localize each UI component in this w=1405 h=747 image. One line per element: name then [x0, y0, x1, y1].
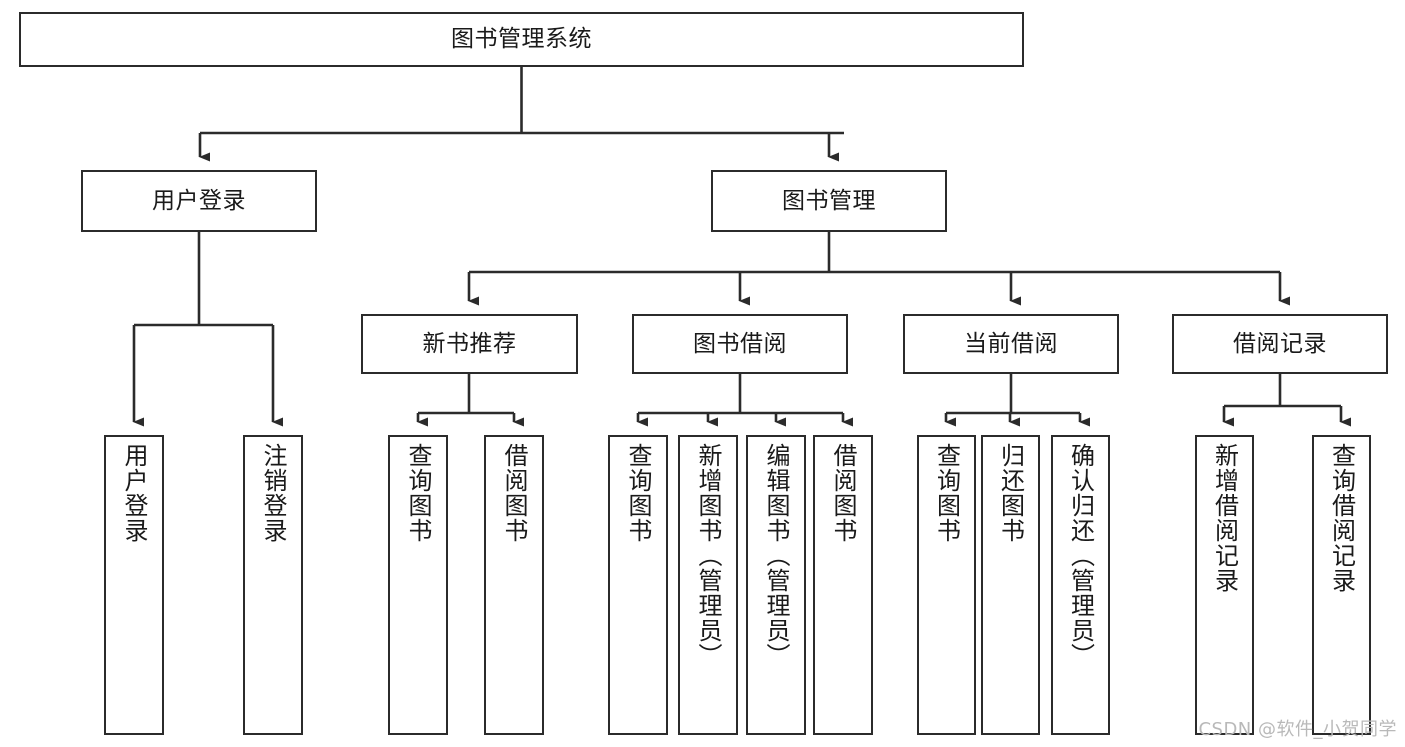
node-leaf-edit-book-label: 编辑图书（管理员） — [762, 443, 790, 668]
node-borrow-record[interactable]: 借阅记录 — [1172, 314, 1388, 374]
node-leaf-query-book-3-label: 查询图书 — [932, 443, 961, 543]
node-leaf-query-record[interactable]: 查询借阅记录 — [1312, 435, 1371, 735]
node-leaf-return-book[interactable]: 归还图书 — [981, 435, 1040, 735]
node-borrow-record-label: 借阅记录 — [1233, 330, 1327, 357]
node-new-book-rec-label: 新书推荐 — [422, 330, 517, 357]
node-leaf-return-book-label: 归还图书 — [996, 443, 1025, 543]
node-leaf-confirm-return-label: 确认归还（管理员） — [1066, 443, 1095, 668]
node-leaf-add-record[interactable]: 新增借阅记录 — [1195, 435, 1254, 735]
node-leaf-query-book-3[interactable]: 查询图书 — [917, 435, 976, 735]
node-leaf-query-book-2[interactable]: 查询图书 — [608, 435, 668, 735]
node-current-borrow[interactable]: 当前借阅 — [903, 314, 1119, 374]
node-leaf-borrow-book-2-label: 借阅图书 — [829, 443, 857, 543]
node-user-login-label: 用户登录 — [152, 187, 246, 214]
node-leaf-query-book-1[interactable]: 查询图书 — [388, 435, 448, 735]
node-leaf-borrow-book-1-label: 借阅图书 — [500, 443, 528, 543]
node-user-login[interactable]: 用户登录 — [81, 170, 317, 232]
node-current-borrow-label: 当前借阅 — [964, 330, 1058, 357]
node-leaf-borrow-book-1[interactable]: 借阅图书 — [484, 435, 544, 735]
node-book-borrow[interactable]: 图书借阅 — [632, 314, 848, 374]
node-leaf-add-book-label: 新增图书（管理员） — [694, 443, 722, 668]
node-new-book-rec[interactable]: 新书推荐 — [361, 314, 578, 374]
node-leaf-logout[interactable]: 注销登录 — [243, 435, 303, 735]
node-root-label: 图书管理系统 — [451, 26, 592, 53]
node-leaf-query-book-1-label: 查询图书 — [404, 443, 432, 543]
node-leaf-logout-label: 注销登录 — [259, 443, 287, 543]
node-leaf-confirm-return[interactable]: 确认归还（管理员） — [1051, 435, 1110, 735]
node-root[interactable]: 图书管理系统 — [19, 12, 1024, 67]
node-leaf-add-record-label: 新增借阅记录 — [1210, 443, 1239, 593]
node-leaf-borrow-book-2[interactable]: 借阅图书 — [813, 435, 873, 735]
node-leaf-user-login[interactable]: 用户登录 — [104, 435, 164, 735]
node-leaf-query-record-label: 查询借阅记录 — [1327, 443, 1356, 593]
node-book-manage[interactable]: 图书管理 — [711, 170, 947, 232]
node-leaf-query-book-2-label: 查询图书 — [624, 443, 652, 543]
node-leaf-edit-book[interactable]: 编辑图书（管理员） — [746, 435, 806, 735]
node-book-borrow-label: 图书借阅 — [693, 330, 787, 357]
node-leaf-add-book[interactable]: 新增图书（管理员） — [678, 435, 738, 735]
node-leaf-user-login-label: 用户登录 — [120, 443, 148, 543]
node-book-manage-label: 图书管理 — [782, 187, 876, 214]
watermark: CSDN @软件_小贺同学 — [1198, 719, 1397, 740]
